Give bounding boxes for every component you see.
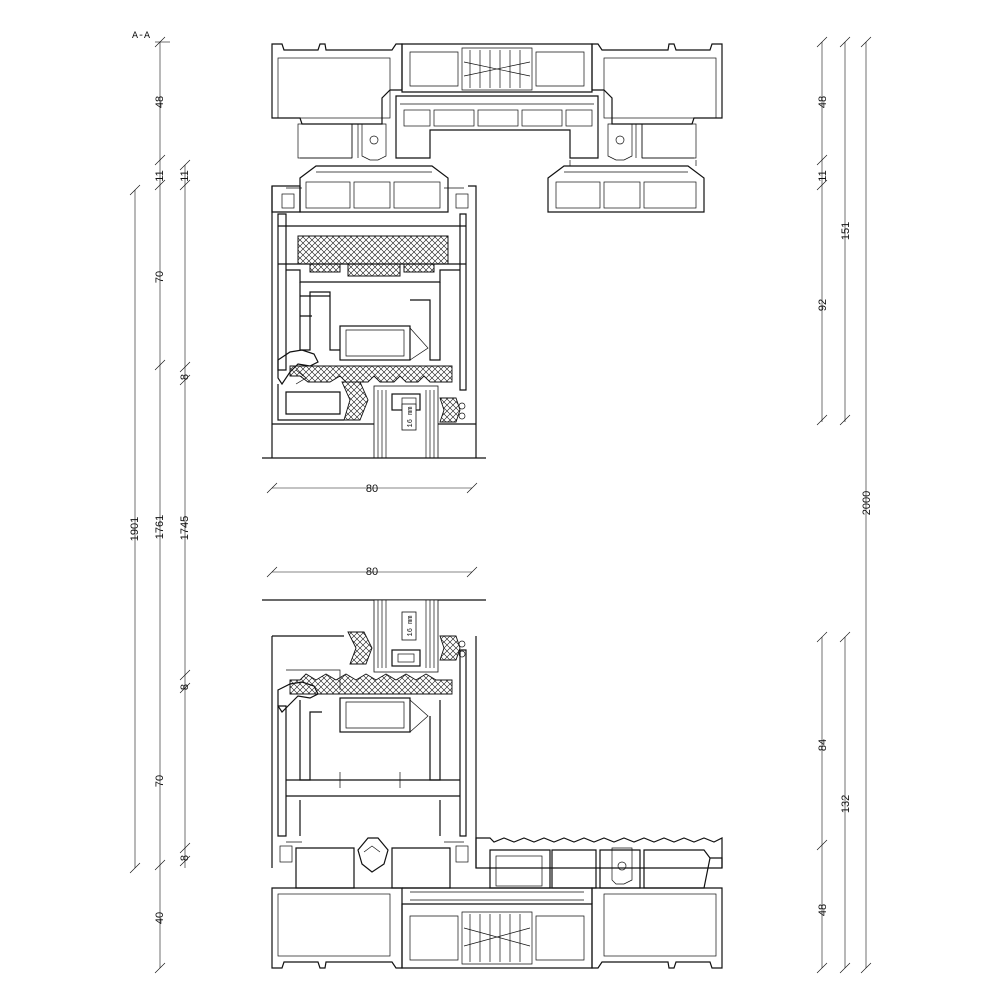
- dim-right-48-bottom: 48: [817, 904, 829, 916]
- section-label-text: A-A: [132, 31, 150, 42]
- dim-8-b: 8: [179, 684, 191, 690]
- top-frame-profile: [271, 43, 723, 161]
- dim-1761: 1761: [154, 515, 166, 539]
- dim-right-11: 11: [817, 170, 829, 181]
- dim-11-col2: 11: [179, 170, 191, 181]
- dim-1901: 1901: [129, 517, 141, 541]
- dim-70-lower: 70: [154, 775, 166, 787]
- dim-8-a: 8: [179, 374, 191, 380]
- dim-right-151: 151: [840, 222, 852, 240]
- right-dimension-chains: 48 11 92 84 48 151 132 2000: [816, 36, 873, 974]
- section-label: A-A: [132, 31, 170, 43]
- dim-1745: 1745: [179, 516, 191, 540]
- width-dimensions: 80 80: [266, 482, 478, 578]
- glass-tag-box-upper: [401, 403, 417, 431]
- left-dimension-chains: 48 11 70 40 70 1761 1901 11 8 8 8 1745: [129, 36, 191, 974]
- lower-sash: 16 mm: [262, 599, 486, 868]
- dim-40-bottom: 40: [154, 912, 166, 924]
- dim-right-92: 92: [817, 299, 829, 311]
- top-right-sash: [547, 160, 705, 213]
- glass-tag-box-lower: [401, 611, 417, 641]
- dim-width-upper: 80: [366, 483, 378, 495]
- dim-70-upper: 70: [154, 271, 166, 283]
- bottom-frame-profile: [271, 837, 723, 969]
- dim-11-col1: 11: [154, 170, 166, 181]
- dim-width-lower: 80: [366, 566, 378, 578]
- dim-8-c: 8: [179, 855, 191, 861]
- glass-tag-lower: 16 mm: [407, 615, 415, 636]
- dim-right-132: 132: [840, 795, 852, 813]
- glass-tag-upper: 16 mm: [407, 406, 415, 427]
- dim-right-84: 84: [817, 739, 829, 751]
- dim-right-48-top: 48: [817, 96, 829, 108]
- dim-right-2000: 2000: [861, 491, 873, 515]
- dim-48-top: 48: [154, 96, 166, 108]
- upper-sash: 16 mm: [262, 165, 486, 459]
